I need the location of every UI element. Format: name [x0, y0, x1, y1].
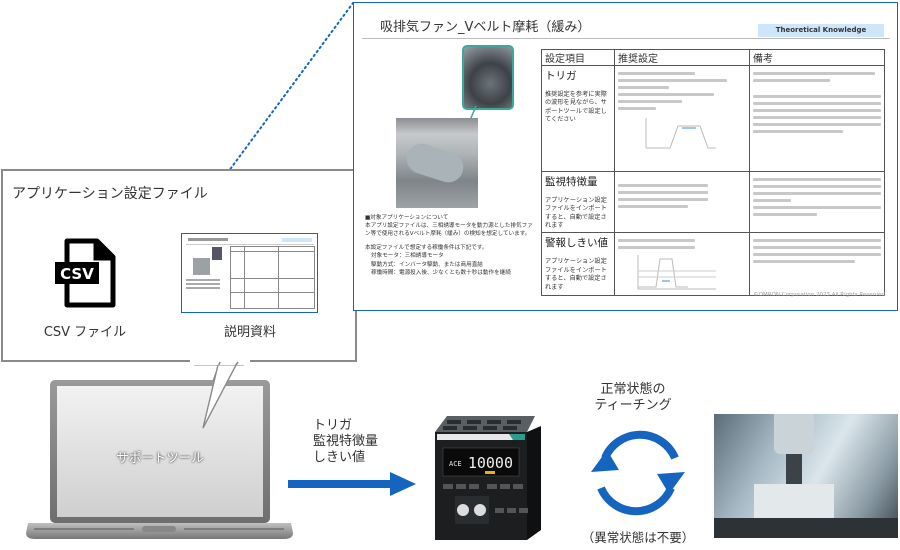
csv-file-icon[interactable]: CSV	[55, 238, 117, 308]
title-divider	[362, 38, 890, 39]
column-header: 推奨設定	[614, 49, 750, 66]
table-header-row: 設定項目 推奨設定 備考	[541, 49, 885, 66]
app-desc-heading: ■対象アプリケーションについて	[365, 215, 449, 221]
copyright: ©OMRON Corporation 2023 All Rights Reser…	[753, 292, 885, 298]
laptop-image	[26, 380, 293, 539]
column-header: 備考	[749, 49, 885, 66]
doc-thumbnail[interactable]	[181, 233, 318, 313]
document-title: 吸排気ファン_Vベルト摩耗（緩み）	[380, 20, 591, 35]
transfer-items: トリガ 監視特徴量 しきい値	[313, 418, 378, 466]
transfer-item: 監視特徴量	[313, 434, 379, 449]
abnormal-not-required-label: （異常状態は不要）	[581, 530, 695, 545]
svg-text:ACE: ACE	[449, 460, 462, 468]
application-description: ■対象アプリケーションについて 本アプリ設定ファイルは、三相誘導モータを動力源と…	[365, 214, 535, 277]
blurred-cell	[614, 170, 750, 234]
bubble-pointer	[194, 365, 244, 429]
condition-item: 対象モータ：三相誘導モータ	[371, 253, 444, 260]
row-note: 推奨設定を参考に実際の波形を見ながら、サポートツールで設定してください	[545, 91, 607, 124]
threshold-waveform-sketch	[637, 255, 716, 290]
transfer-item: トリガ	[313, 418, 353, 433]
teaching-label: 正常状態の ティーチング	[588, 382, 678, 414]
condition-monitoring-device: ACE 10000	[435, 416, 541, 540]
fan-belt-photo	[396, 118, 478, 208]
condition-item: 稼働時間：電源投入後、少なくとも数十秒は動作を継続	[371, 269, 511, 276]
blurred-cell	[614, 232, 750, 297]
table-row: 監視特徴量 アプリケーション設定ファイルをインポートすると、自動で設定されます	[541, 170, 885, 234]
blurred-cell	[749, 65, 885, 172]
trigger-waveform-sketch	[645, 118, 716, 149]
row-item: 警報しきい値	[545, 237, 608, 250]
row-note: アプリケーション設定ファイルをインポートすると、自動で設定されます	[545, 258, 607, 291]
support-tool-label: サポートツール	[116, 450, 204, 465]
conditions-intro: 本設定ファイルで想定する稼働条件は下記です。	[365, 245, 488, 252]
panel-title: アプリケーション設定ファイル	[12, 186, 208, 202]
transfer-item: しきい値	[313, 450, 366, 465]
csv-file-label: CSV ファイル	[43, 325, 127, 340]
theoretical-knowledge-badge: Theoretical Knowledge	[758, 24, 884, 37]
condition-item: 駆動方式：インバータ駆動、または商用直結	[371, 261, 483, 268]
blurred-cell	[749, 170, 885, 234]
svg-text:10000: 10000	[468, 454, 513, 472]
row-item: トリガ	[545, 70, 577, 82]
doc-label: 説明資料	[223, 325, 276, 340]
table-row: 警報しきい値 アプリケーション設定ファイルをインポートすると、自動で設定されます	[541, 232, 885, 297]
motor-closeup-photo	[462, 45, 514, 110]
teaching-line: ティーチング	[594, 398, 672, 413]
table-row: トリガ 推奨設定を参考に実際の波形を見ながら、サポートツールで設定してください	[541, 65, 885, 172]
row-note: アプリケーション設定ファイルをインポートすると、自動で設定されます	[545, 197, 607, 230]
milling-machine-photo	[714, 414, 898, 538]
blurred-cell	[614, 65, 750, 172]
row-item: 監視特徴量	[545, 176, 598, 188]
cycle-arrows-icon	[591, 430, 685, 516]
svg-text:CSV: CSV	[60, 265, 94, 283]
right-arrow-icon	[288, 472, 416, 496]
settings-table: 設定項目 推奨設定 備考 トリガ 推奨設定を参考に実際の波形を見ながら、サポート…	[541, 49, 885, 297]
column-header: 設定項目	[541, 49, 615, 66]
blurred-cell	[749, 232, 885, 297]
app-desc-body: 本アプリ設定ファイルは、三相誘導モータを動力源とした排気ファン等で使用されるVベ…	[365, 223, 533, 238]
teaching-line: 正常状態の	[600, 382, 666, 397]
